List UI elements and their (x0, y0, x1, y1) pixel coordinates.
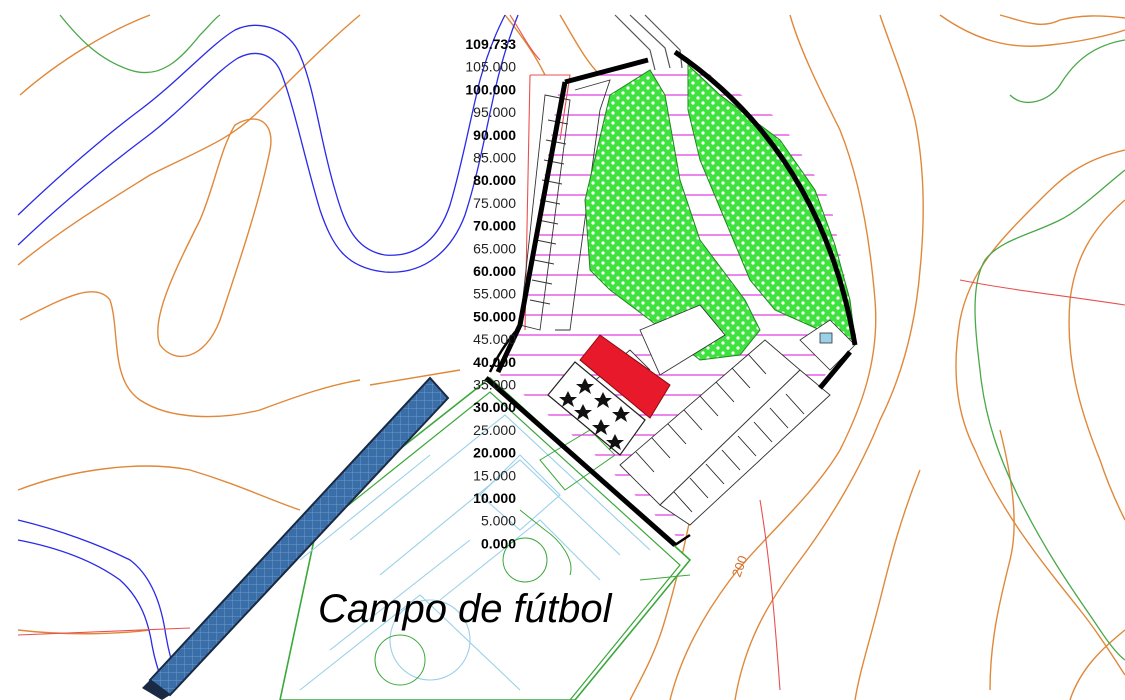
elevation-scale-label: 50.000 (473, 308, 516, 324)
solar-panel-array (142, 376, 450, 700)
elevation-scale-label: 45.000 (473, 331, 516, 347)
elevation-scale-label: 105.000 (465, 59, 516, 75)
elevation-scale-label: 60.000 (473, 263, 516, 279)
hatched-plot (500, 63, 858, 536)
contour-elevation-label: 200 (729, 554, 751, 580)
elevation-scale-label: 80.000 (473, 172, 516, 188)
elevation-scale-label: 25.000 (473, 422, 516, 438)
elevation-scale-label: 109.733 (465, 36, 516, 52)
elevation-scale-label: 100.000 (465, 81, 516, 97)
plot-boundary (484, 49, 858, 547)
elevation-scale-label: 55.000 (473, 286, 516, 302)
elevation-scale-label: 40.000 (473, 354, 516, 370)
tree-block (547, 361, 646, 456)
elevation-scale-label: 5.000 (481, 513, 516, 529)
contour-lines (17, 14, 1125, 700)
elevation-scale-label: 20.000 (473, 445, 516, 461)
red-building (579, 334, 671, 419)
elevation-scale-label: 70.000 (473, 218, 516, 234)
access-road (614, 14, 683, 71)
elevation-scale-label: 0.000 (481, 535, 516, 551)
elevation-scale-label: 30.000 (473, 399, 516, 415)
elevation-scale-label: 10.000 (473, 490, 516, 506)
green-area-west (584, 69, 761, 361)
river (17, 14, 519, 691)
green-contour-lines (59, 14, 1125, 661)
elevation-scale-label: 35.000 (473, 377, 516, 393)
elevation-scale: 109.733 105.000 100.000 95.000 90.000 85.000 8… (465, 36, 516, 551)
elevation-scale-label: 95.000 (473, 104, 516, 120)
elevation-scale-label: 85.000 (473, 150, 516, 166)
field-title: Campo de fútbol (318, 587, 613, 631)
elevation-scale-label: 15.000 (473, 467, 516, 483)
elevation-scale-label: 90.000 (473, 127, 516, 143)
elevation-scale-label: 75.000 (473, 195, 516, 211)
elevation-scale-label: 65.000 (473, 240, 516, 256)
